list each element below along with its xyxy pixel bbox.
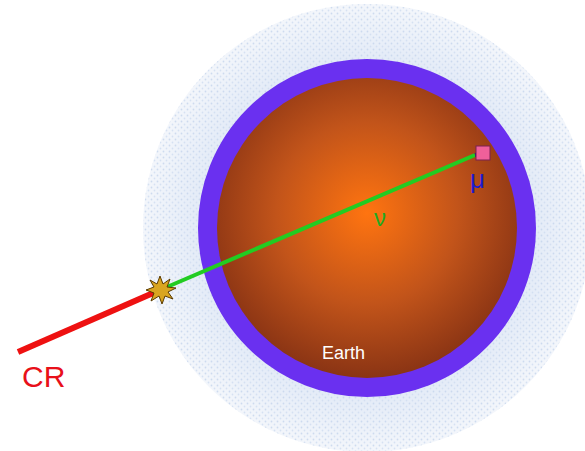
cosmic-ray-track	[18, 290, 160, 352]
neutrino-track	[160, 155, 475, 290]
muon-label: μ	[470, 166, 485, 192]
cosmic-ray-label: CR	[22, 362, 65, 392]
earth-crust-ring	[208, 69, 526, 387]
interaction-star	[146, 276, 176, 304]
earth-label: Earth	[322, 344, 365, 362]
neutrino-label: ν	[374, 206, 386, 230]
earth-disc	[217, 78, 517, 378]
detector-square	[476, 146, 490, 160]
atmosphere	[143, 4, 585, 451]
